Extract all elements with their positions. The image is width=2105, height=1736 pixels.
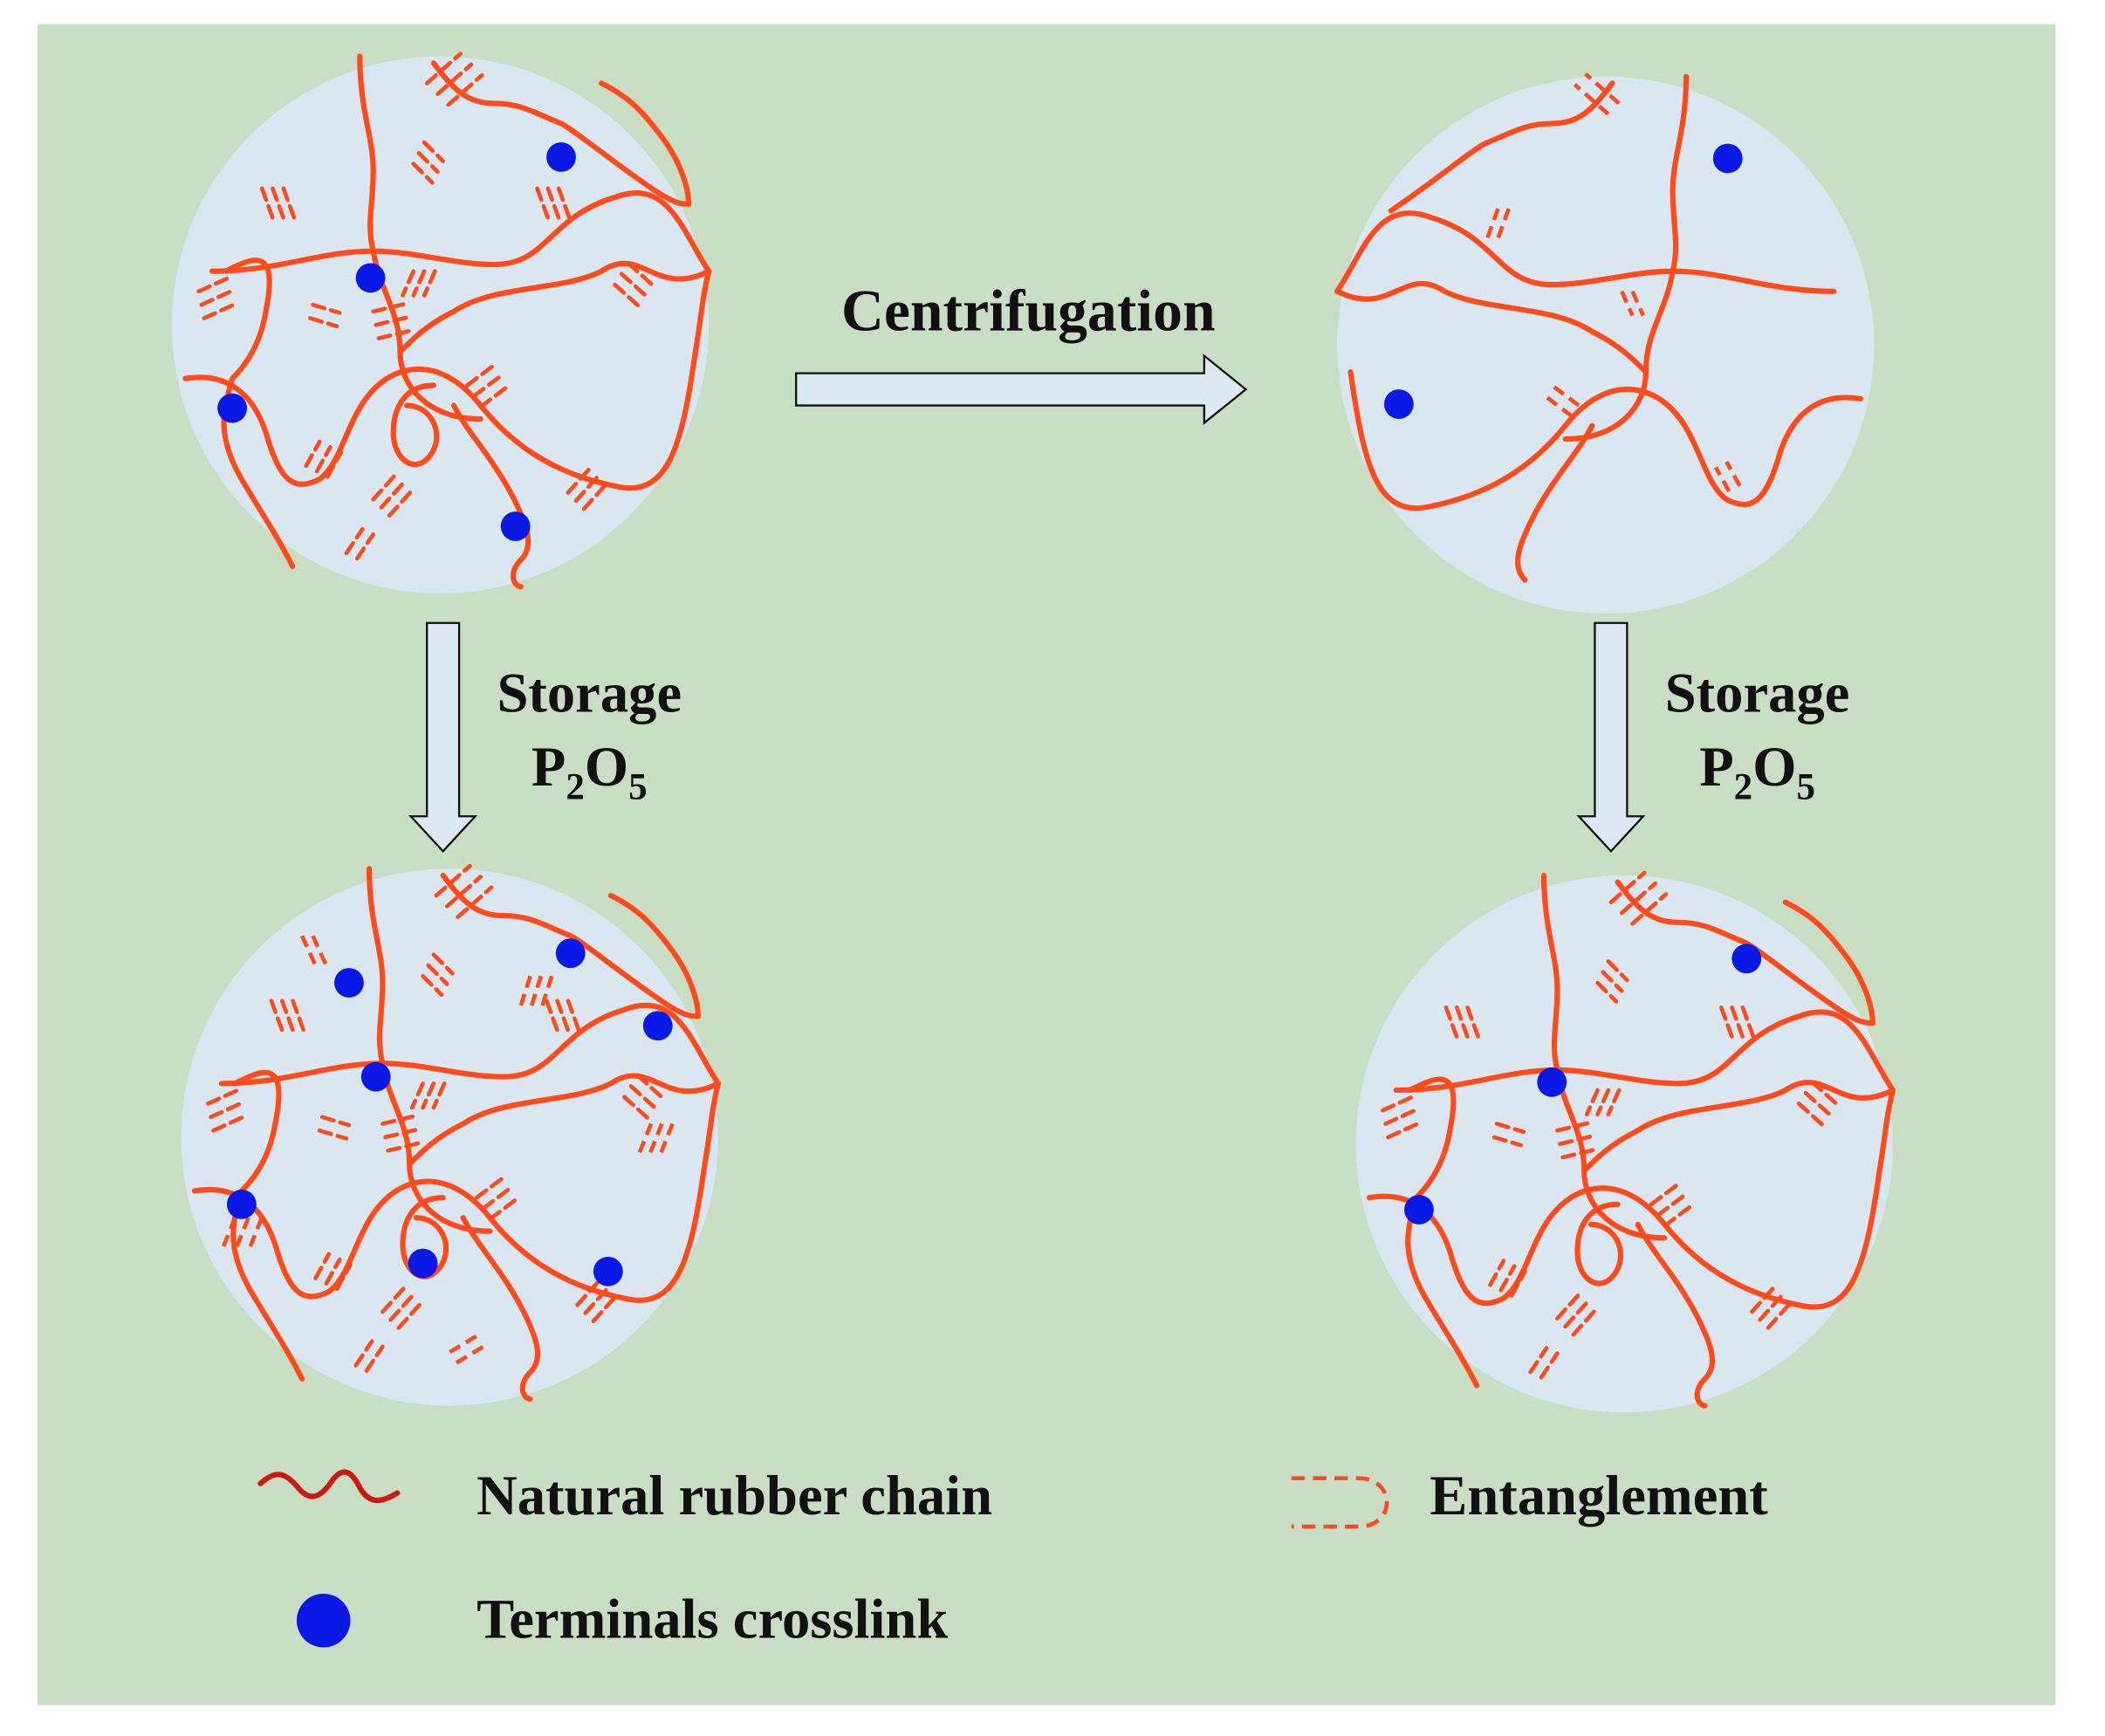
crosslink-dot (334, 968, 364, 998)
panel-top-left (171, 54, 710, 594)
crosslink-dot (355, 263, 386, 293)
crosslink-legend-icon (296, 1593, 351, 1648)
legend-crosslink-label: Terminals crosslink (477, 1588, 948, 1650)
crosslink-dot (360, 1061, 391, 1092)
arrow-storage-left: Storage P2O5 (408, 621, 682, 853)
entanglement-legend-icon (1291, 1476, 1389, 1529)
panel-circle (181, 868, 718, 1406)
crosslink-dot (546, 142, 576, 172)
p2o5-label: P2O5 (1699, 735, 1815, 807)
centrifugation-label: Centrifugation (841, 278, 1216, 343)
chain-legend-icon (257, 1469, 401, 1504)
crosslink-dot (1383, 389, 1414, 419)
crosslink-dot (555, 938, 586, 969)
p2o5-label: P2O5 (531, 735, 648, 807)
panel-circle (1355, 875, 1893, 1413)
crosslink-dot (408, 1248, 438, 1279)
panel-bottom-left (181, 866, 718, 1406)
crosslink-dot (642, 1011, 673, 1041)
panel-top-right (1334, 72, 1875, 614)
panel-circle (171, 56, 710, 594)
panel-bottom-right (1355, 873, 1893, 1413)
crosslink-dot (1731, 943, 1762, 974)
crosslinks (217, 142, 576, 541)
legend: Natural rubber chain Entanglement Termin… (257, 1464, 1768, 1650)
entanglements (219, 935, 675, 1365)
crosslink-dot (1712, 143, 1743, 174)
panel-circle (1337, 76, 1875, 614)
crosslink-dot (217, 393, 248, 423)
arrow-centrifugation: Centrifugation (795, 278, 1248, 425)
entanglements (1485, 72, 1742, 493)
crosslinks (1383, 143, 1743, 419)
storage-label: Storage (497, 661, 682, 724)
down-arrow-icon (408, 621, 478, 853)
down-arrow-icon (1576, 621, 1646, 853)
right-arrow-icon (795, 353, 1248, 425)
crosslinks (226, 938, 673, 1287)
arrow-storage-right: Storage P2O5 (1576, 621, 1850, 853)
crosslink-dot (1404, 1195, 1434, 1225)
legend-entanglement-label: Entanglement (1430, 1464, 1768, 1527)
crosslink-dot (226, 1189, 257, 1219)
crosslink-dot (500, 511, 531, 541)
crosslinks (1404, 943, 1762, 1225)
storage-label: Storage (1665, 661, 1850, 724)
crosslink-dot (1537, 1067, 1567, 1097)
crosslink-dot (593, 1256, 623, 1287)
legend-chain-label: Natural rubber chain (477, 1464, 992, 1527)
chains (1334, 73, 1864, 583)
